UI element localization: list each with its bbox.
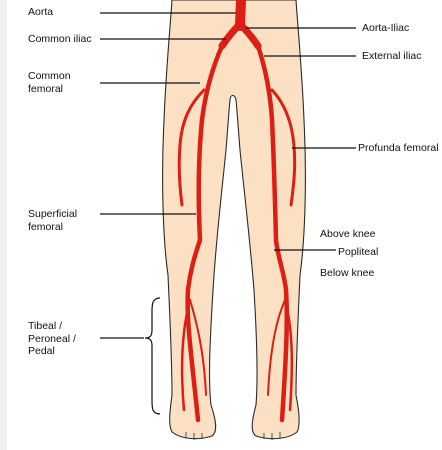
superficial-femoral-label: Superficial femoral — [28, 208, 77, 233]
profunda-femoral-label: Profunda femoral — [358, 142, 439, 155]
common-femoral-label: Common femoral — [28, 70, 71, 95]
above-knee-label: Above knee — [320, 228, 375, 241]
external-iliac-label: External iliac — [362, 50, 422, 63]
popliteal-label: Popliteal — [338, 246, 378, 259]
below-knee-label: Below knee — [320, 267, 374, 280]
aorta-iliac-label: Aorta-Iliac — [362, 22, 409, 35]
tibeal-brace — [145, 298, 160, 414]
aorta-label: Aorta — [28, 6, 53, 19]
tibeal-peroneal-pedal-label: Tibeal / Peroneal / Pedal — [28, 320, 76, 358]
common-iliac-label: Common iliac — [28, 33, 92, 46]
